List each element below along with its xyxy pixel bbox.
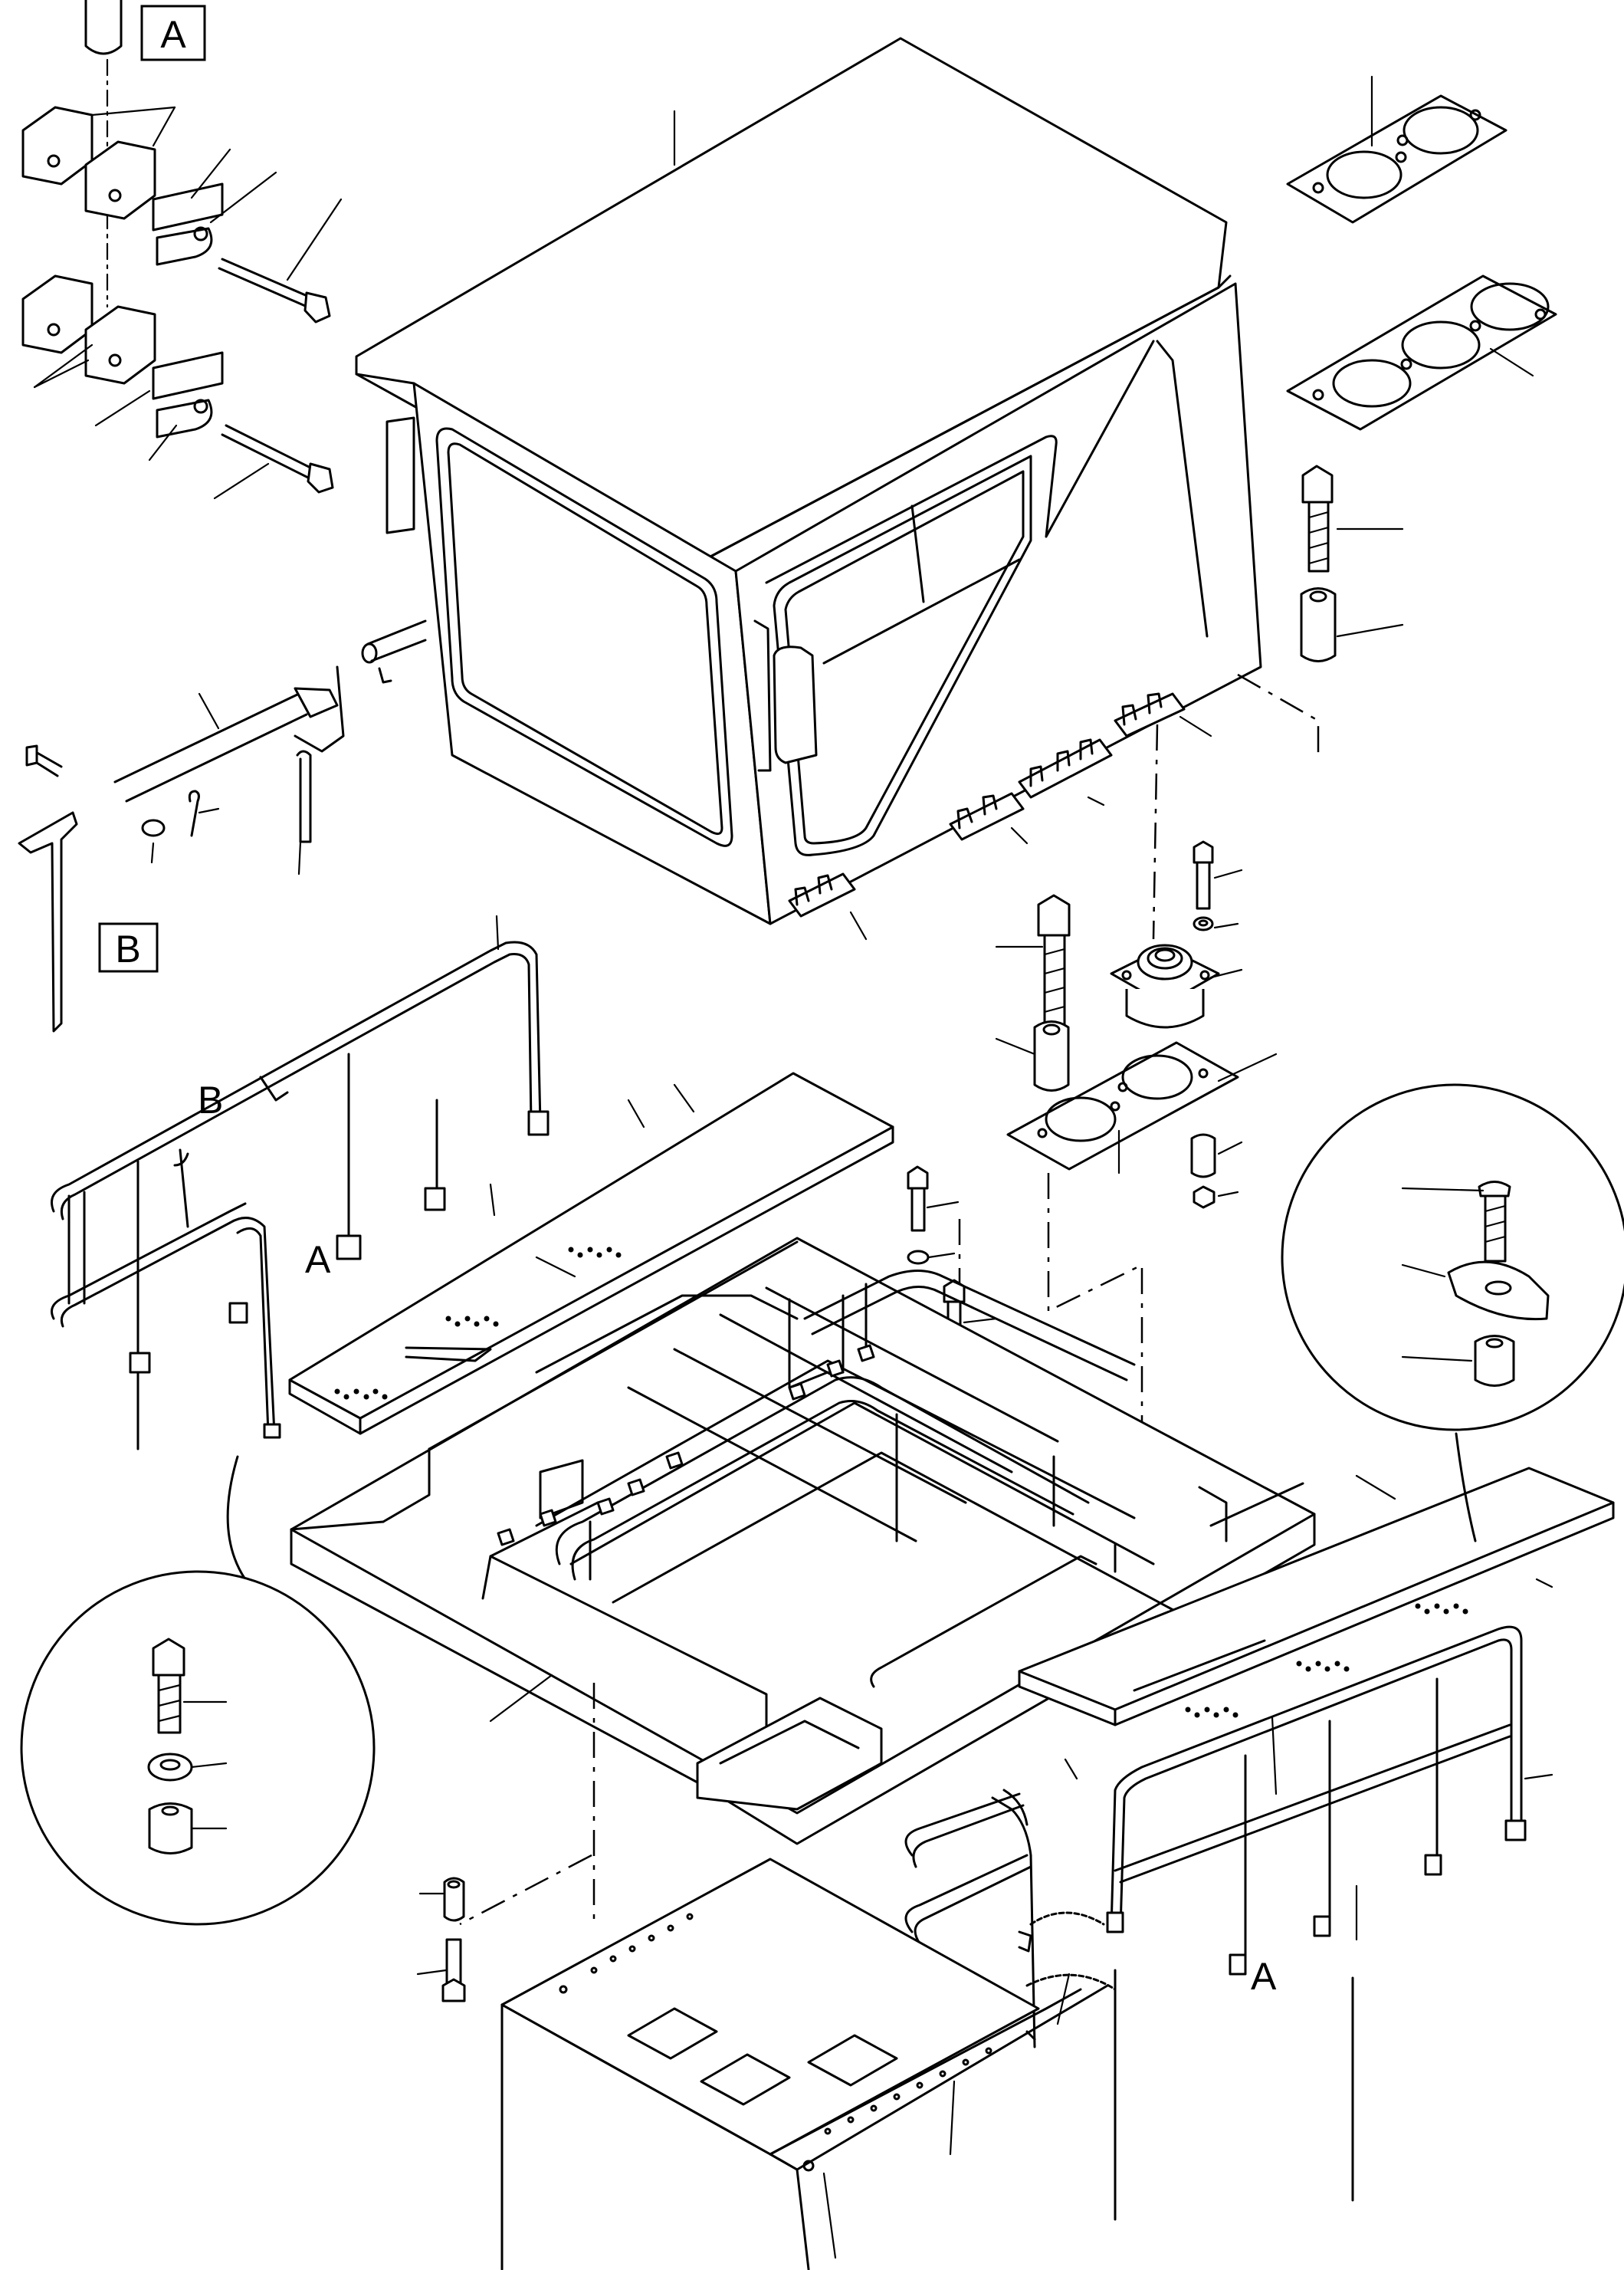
detail-circle-left (20, 1455, 376, 1926)
mount-washer-small (1193, 916, 1214, 931)
detail-circle-right (1281, 1083, 1624, 1542)
walkway-right (1018, 1467, 1615, 1795)
detail-clamp-washer (1447, 1260, 1550, 1321)
detail-spacer (148, 1802, 193, 1854)
latch-pin (25, 744, 38, 767)
walkway-left (288, 1072, 894, 1435)
rod-end-bracket (294, 687, 339, 718)
detail-circle-left-ring (20, 1570, 376, 1926)
isolator-body (1125, 989, 1205, 1029)
mount-nut (1193, 1185, 1216, 1209)
detail-countersunk-screw (1478, 1181, 1511, 1197)
clamp-half-upper-left (21, 106, 94, 186)
perforation-right (1185, 1603, 1468, 1718)
mount-bolt-long (1037, 894, 1071, 937)
clamp-eye-plate-upper (156, 227, 213, 266)
cab-mount-feet (788, 692, 1186, 918)
latch-washer (141, 819, 166, 837)
machine-body (500, 1858, 1354, 2270)
walkway-right-top (1018, 1467, 1615, 1726)
detail-b-label: B (115, 928, 140, 971)
detail-b-label-box (98, 922, 159, 973)
clamp-half-lower-left (21, 274, 94, 354)
cab-door-window (773, 455, 1032, 856)
clamp-half-lower-right (84, 305, 156, 385)
detail-bolt (152, 1638, 185, 1677)
handrail-left: B A (51, 915, 550, 1450)
cab-bolt-spacer-right (1300, 465, 1404, 662)
cab-hinge-left (385, 416, 415, 534)
perforation-left (334, 1247, 622, 1400)
isolator-mount-group (958, 840, 1278, 1564)
rod-fitting (361, 642, 378, 664)
detail-bushing (1474, 1335, 1515, 1387)
detail-a-label: A (160, 13, 186, 56)
walkway-left-top (288, 1072, 894, 1435)
body-holes (559, 1913, 992, 2172)
detail-a-label-box (140, 5, 206, 61)
detail-lock-washer (147, 1753, 193, 1782)
latch-lever (18, 811, 78, 1033)
callout-a-left-rail: A (305, 1238, 331, 1281)
frame-bottom-bolt (416, 1877, 466, 2002)
clamp-eye-plate-lower (156, 399, 213, 439)
detail-b-latch-group: B (18, 619, 427, 1033)
mount-spacer (1033, 1020, 1070, 1092)
callout-a-right-rail: A (1251, 1955, 1277, 1998)
gasket-plates (1286, 75, 1557, 431)
detail-a-clamp-group: A (21, 0, 343, 500)
spacer-right (1300, 587, 1337, 662)
cab-window-left (435, 427, 733, 847)
bottom-spacer (443, 1877, 465, 1922)
clamp-bolt-upper (303, 291, 331, 324)
latch-hook (296, 750, 312, 843)
latch-clip (188, 790, 200, 837)
clamp-plate-upper (152, 182, 224, 232)
handrail-right: A (904, 1625, 1553, 2048)
cab-assembly (355, 37, 1320, 941)
tube-end (84, 0, 123, 55)
mount-small-spacer (1190, 1133, 1216, 1178)
clamp-half-upper-right (84, 140, 156, 220)
clamp-bolt-lower (307, 462, 334, 494)
bolt-head-right (1301, 465, 1334, 504)
mount-bolt-small (1193, 840, 1214, 864)
callout-b-left-rail: B (198, 1079, 223, 1122)
gasket-plate-large (1286, 274, 1557, 431)
clamp-plate-lower (152, 351, 224, 400)
cab-door-handle (773, 646, 818, 764)
detail-circle-right-ring (1281, 1083, 1624, 1431)
